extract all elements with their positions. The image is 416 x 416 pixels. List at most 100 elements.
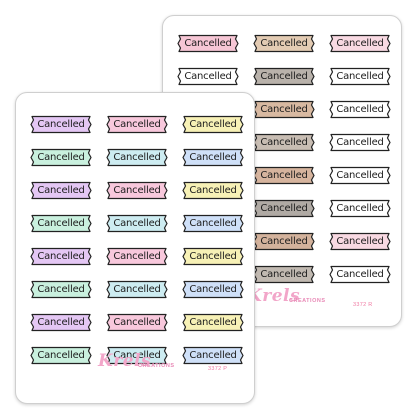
sticker-label: Cancelled (189, 152, 237, 163)
tape-shape (329, 232, 391, 251)
sticker-label: Cancelled (113, 185, 161, 196)
sticker-label: Cancelled (336, 236, 384, 247)
cancelled-sticker: Cancelled (177, 34, 239, 53)
tape-shape (253, 34, 315, 53)
cancelled-sticker: Cancelled (182, 346, 244, 365)
tape-shape (106, 115, 168, 134)
sticker-label: Cancelled (189, 185, 237, 196)
sticker-label: Cancelled (184, 38, 232, 49)
brand-logo-front: Krels (98, 351, 152, 371)
tape-shape (106, 148, 168, 167)
tape-shape (182, 247, 244, 266)
tape-shape (329, 199, 391, 218)
tape-shape (182, 313, 244, 332)
sticker-label: Cancelled (184, 71, 232, 82)
sticker-label: Cancelled (260, 38, 308, 49)
sticker-label: Cancelled (113, 251, 161, 262)
cancelled-sticker: Cancelled (30, 115, 92, 134)
tape-shape (177, 67, 239, 86)
brand-tagline-front: CREATIONS (138, 363, 175, 369)
cancelled-sticker: Cancelled (182, 247, 244, 266)
tape-shape (30, 115, 92, 134)
cancelled-sticker: Cancelled (329, 67, 391, 86)
sticker-label: Cancelled (37, 350, 85, 361)
sticker-label: Cancelled (260, 236, 308, 247)
tape-shape (30, 214, 92, 233)
tape-shape (106, 214, 168, 233)
cancelled-sticker: Cancelled (30, 280, 92, 299)
tape-shape (182, 214, 244, 233)
brand-logo-back: Krels (247, 286, 301, 306)
sticker-label: Cancelled (37, 284, 85, 295)
cancelled-sticker: Cancelled (106, 214, 168, 233)
sticker-label: Cancelled (336, 269, 384, 280)
cancelled-sticker: Cancelled (329, 199, 391, 218)
sticker-label: Cancelled (189, 119, 237, 130)
tape-shape (177, 34, 239, 53)
sticker-label: Cancelled (113, 119, 161, 130)
tape-shape (30, 280, 92, 299)
tape-shape (182, 181, 244, 200)
sticker-label: Cancelled (37, 152, 85, 163)
sticker-label: Cancelled (189, 218, 237, 229)
sticker-label: Cancelled (336, 137, 384, 148)
cancelled-sticker: Cancelled (329, 166, 391, 185)
tape-shape (329, 166, 391, 185)
tape-shape (106, 280, 168, 299)
sticker-label: Cancelled (260, 170, 308, 181)
sticker-label: Cancelled (37, 119, 85, 130)
cancelled-sticker: Cancelled (329, 34, 391, 53)
cancelled-sticker: Cancelled (30, 247, 92, 266)
tape-shape (106, 346, 168, 365)
sticker-label: Cancelled (37, 251, 85, 262)
brand-tagline-back: CREATIONS (289, 298, 326, 304)
tape-shape (182, 280, 244, 299)
sticker-label: Cancelled (189, 317, 237, 328)
cancelled-sticker: Cancelled (329, 100, 391, 119)
tape-shape (253, 67, 315, 86)
tape-shape (30, 247, 92, 266)
tape-shape (329, 133, 391, 152)
cancelled-sticker: Cancelled (30, 181, 92, 200)
cancelled-sticker: Cancelled (253, 232, 315, 251)
cancelled-sticker: Cancelled (30, 313, 92, 332)
cancelled-sticker: Cancelled (253, 199, 315, 218)
cancelled-sticker: Cancelled (253, 67, 315, 86)
cancelled-sticker: Cancelled (253, 100, 315, 119)
sticker-label: Cancelled (260, 203, 308, 214)
cancelled-sticker: Cancelled (106, 148, 168, 167)
tape-shape (329, 67, 391, 86)
tape-shape (329, 265, 391, 284)
tape-shape (329, 34, 391, 53)
cancelled-sticker: Cancelled (182, 115, 244, 134)
sticker-label: Cancelled (260, 104, 308, 115)
cancelled-sticker: Cancelled (329, 265, 391, 284)
cancelled-sticker: Cancelled (253, 133, 315, 152)
cancelled-sticker: Cancelled (30, 148, 92, 167)
cancelled-sticker: Cancelled (106, 247, 168, 266)
tape-shape (30, 346, 92, 365)
sticker-label: Cancelled (113, 152, 161, 163)
sheet-code-front: 3372 P (208, 366, 228, 372)
cancelled-sticker: Cancelled (253, 166, 315, 185)
sticker-label: Cancelled (260, 137, 308, 148)
sticker-label: Cancelled (189, 251, 237, 262)
sticker-label: Cancelled (113, 284, 161, 295)
cancelled-sticker: Cancelled (106, 115, 168, 134)
sticker-label: Cancelled (113, 350, 161, 361)
cancelled-sticker: Cancelled (182, 214, 244, 233)
sticker-label: Cancelled (336, 170, 384, 181)
sticker-label: Cancelled (189, 350, 237, 361)
cancelled-sticker: Cancelled (30, 214, 92, 233)
cancelled-sticker: Cancelled (253, 34, 315, 53)
tape-shape (329, 100, 391, 119)
cancelled-sticker: Cancelled (182, 181, 244, 200)
tape-shape (30, 181, 92, 200)
sticker-label: Cancelled (260, 71, 308, 82)
cancelled-sticker: Cancelled (253, 265, 315, 284)
cancelled-sticker: Cancelled (106, 313, 168, 332)
cancelled-sticker: Cancelled (106, 346, 168, 365)
sticker-label: Cancelled (37, 218, 85, 229)
sticker-label: Cancelled (37, 317, 85, 328)
